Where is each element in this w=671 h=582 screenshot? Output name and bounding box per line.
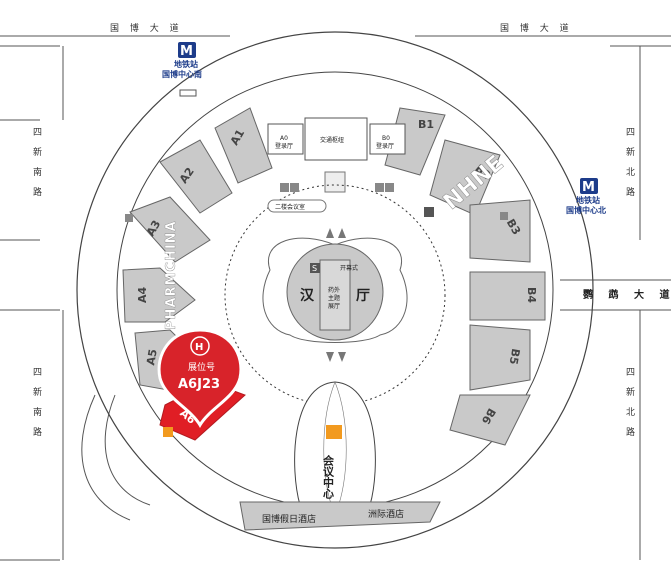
hall-a4[interactable]: [122, 267, 196, 323]
road-west-bottom: 四 新 南 路: [33, 368, 42, 438]
road-north-right: 国 博 大 道: [500, 22, 573, 34]
metro-icon: M: [178, 42, 196, 59]
road-west-bottom-2: 新: [33, 386, 42, 398]
conference-icon: [326, 425, 342, 439]
road-west-top-1: 四: [33, 128, 42, 138]
hotel-left: 国博假日酒店: [262, 513, 316, 525]
hall-b4[interactable]: [469, 271, 546, 321]
floor2-text: 二楼会议室: [275, 203, 305, 211]
info-icon: [385, 183, 394, 192]
parking-icon: [163, 427, 173, 437]
road-west-top-4: 路: [33, 186, 42, 198]
grate-icon: [179, 89, 197, 97]
road-west-bottom-4: 路: [33, 426, 42, 438]
info-icon: [290, 183, 299, 192]
hotel-right: 洲际酒店: [368, 508, 404, 520]
service-icon: [310, 263, 320, 273]
conference-label: 会议中心: [322, 454, 335, 500]
transport-hub: 交通枢纽: [304, 117, 368, 193]
label-b5: B5: [507, 348, 523, 366]
central-right: 厅: [356, 288, 370, 304]
hall-a3[interactable]: [129, 196, 211, 263]
label-a5: A5: [144, 348, 160, 366]
floor2-label: 二楼会议室: [267, 199, 327, 213]
arrow-down-icon: [326, 352, 346, 362]
road-east-bottom-1: 四: [626, 368, 635, 378]
a0-line1: A0: [280, 135, 288, 142]
road-east-bottom-4: 路: [626, 426, 635, 438]
svg-text:H: H: [195, 342, 203, 353]
road-east-bottom: 四 新 北 路: [626, 368, 635, 438]
road-east-top-4: 路: [626, 186, 635, 198]
person-icon: [324, 171, 346, 193]
label-b4: B4: [525, 287, 538, 303]
hall-b6[interactable]: [449, 394, 531, 446]
hub-label: 交通枢纽: [320, 136, 344, 144]
road-east-top-3: 北: [626, 167, 635, 178]
arrow-up-icon: [326, 228, 346, 238]
metro-north-line1: 地铁站: [576, 195, 600, 205]
svg-text:M: M: [582, 180, 595, 195]
a0-line2: 登录厅: [275, 142, 293, 150]
ring-road-outer: [76, 31, 594, 549]
hotels: 国博假日酒店 洲际酒店: [239, 501, 441, 531]
central-hall: 汉 厅 药外 主题 展厅 开幕式 S: [262, 237, 408, 343]
road-east-top-1: 四: [626, 128, 635, 138]
central-inner-3: 展厅: [328, 303, 340, 310]
road-east-bottom-2: 新: [626, 386, 635, 398]
road-west-top: 四 新 南 路: [33, 128, 42, 198]
service-icon: [424, 207, 434, 217]
restroom-icon: [125, 214, 133, 222]
booth-number: A6J23: [178, 377, 220, 392]
hall-b5[interactable]: [469, 324, 531, 391]
svg-text:S: S: [312, 264, 317, 273]
central-inner-2: 主题: [328, 294, 340, 302]
road-west-bottom-3: 南: [33, 406, 42, 418]
restroom-icon: [280, 183, 289, 192]
b0-line2: 登录厅: [376, 142, 394, 150]
central-inner-1: 药外: [328, 286, 340, 294]
facility-icons: [125, 183, 508, 437]
road-network: [0, 35, 671, 561]
road-east-top: 四 新 北 路: [626, 128, 635, 198]
conference-center: 会议中心: [294, 381, 376, 517]
booth-pin[interactable]: H 展位号 A6J23: [157, 328, 243, 428]
hall-a2[interactable]: [159, 139, 233, 214]
hall-a1[interactable]: [214, 107, 273, 184]
open-stage: 开幕式: [340, 264, 358, 272]
hall-b3[interactable]: [469, 199, 531, 263]
metro-north-line2: 国博中心北: [566, 205, 606, 215]
svg-text:M: M: [180, 44, 193, 59]
road-west-top-3: 南: [33, 166, 42, 178]
road-west-bottom-1: 四: [33, 368, 42, 378]
road-north-left: 国 博 大 道: [110, 22, 183, 34]
restroom-icon: [375, 183, 384, 192]
pharmchina-wordmark: PHARMCHINA: [164, 220, 179, 330]
label-a4: A4: [136, 286, 149, 303]
metro-north: M 地铁站 国博中心北: [566, 178, 606, 215]
road-west-top-2: 新: [33, 146, 42, 158]
booth-caption: 展位号: [188, 361, 215, 373]
label-b1: B1: [418, 118, 434, 131]
central-left: 汉: [300, 288, 315, 304]
info-icon: [500, 212, 508, 220]
road-east-bottom-3: 北: [626, 407, 635, 418]
inner-walkway: [224, 184, 446, 406]
metro-south: M 地铁站 国博中心南: [162, 42, 202, 79]
metro-south-line1: 地铁站: [174, 59, 198, 69]
login-hall-b0: B0 登录厅: [369, 123, 406, 155]
halls: [122, 107, 546, 446]
metro-south-line2: 国博中心南: [162, 69, 202, 79]
b0-line1: B0: [382, 135, 390, 142]
road-east: 鹦 鹉 大 道: [582, 288, 671, 301]
login-hall-a0: A0 登录厅: [267, 123, 304, 155]
metro-icon: M: [580, 178, 598, 195]
logo-icon: H: [190, 336, 210, 356]
road-east-top-2: 新: [626, 146, 635, 158]
